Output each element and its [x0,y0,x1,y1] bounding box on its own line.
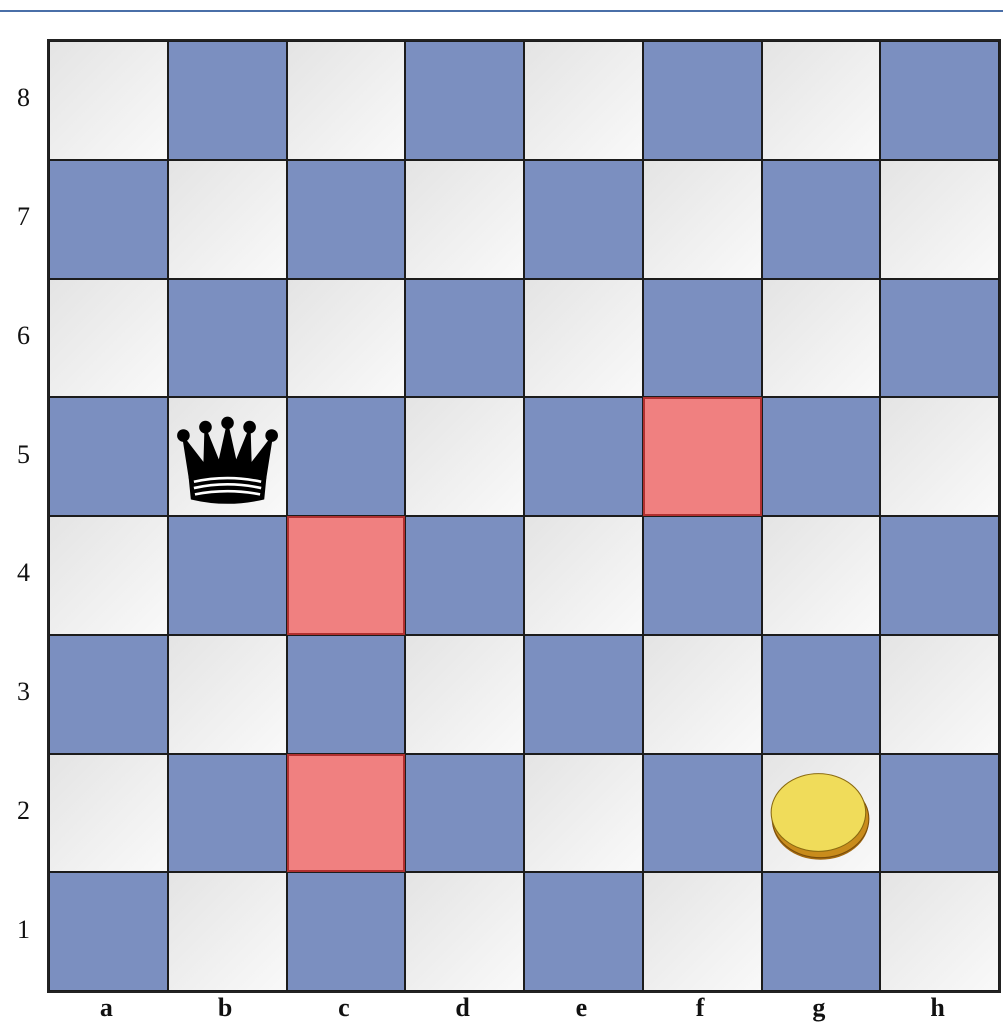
square-g4[interactable] [762,516,881,635]
square-a8[interactable] [49,41,168,160]
square-f8[interactable] [643,41,762,160]
square-c8[interactable] [287,41,406,160]
square-a4[interactable] [49,516,168,635]
square-f2[interactable] [643,754,762,873]
square-b8[interactable] [168,41,287,160]
file-label: c [285,991,404,1025]
square-c1[interactable] [287,872,406,991]
square-g3[interactable] [762,635,881,754]
square-g5[interactable] [762,397,881,516]
rank-label: 4 [0,514,47,633]
square-d5[interactable] [405,397,524,516]
square-h8[interactable] [880,41,999,160]
rank-label: 1 [0,870,47,989]
black-queen-icon[interactable] [169,398,286,515]
square-d7[interactable] [405,160,524,279]
square-c7[interactable] [287,160,406,279]
square-d4[interactable] [405,516,524,635]
file-label: e [522,991,641,1025]
square-e8[interactable] [524,41,643,160]
square-f3[interactable] [643,635,762,754]
square-h6[interactable] [880,279,999,398]
square-g8[interactable] [762,41,881,160]
file-label: a [47,991,166,1025]
rank-label: 7 [0,158,47,277]
square-a1[interactable] [49,872,168,991]
chess-board [47,39,1001,993]
square-c4[interactable] [287,516,406,635]
square-f6[interactable] [643,279,762,398]
square-b4[interactable] [168,516,287,635]
square-e3[interactable] [524,635,643,754]
square-h5[interactable] [880,397,999,516]
rank-label: 6 [0,277,47,396]
square-f1[interactable] [643,872,762,991]
gold-coin-icon[interactable] [763,755,880,872]
file-label: f [641,991,760,1025]
square-d1[interactable] [405,872,524,991]
square-g6[interactable] [762,279,881,398]
file-label: b [166,991,285,1025]
square-c2[interactable] [287,754,406,873]
square-d8[interactable] [405,41,524,160]
square-b1[interactable] [168,872,287,991]
square-f7[interactable] [643,160,762,279]
square-g2[interactable] [762,754,881,873]
square-g7[interactable] [762,160,881,279]
square-b2[interactable] [168,754,287,873]
square-a6[interactable] [49,279,168,398]
square-d6[interactable] [405,279,524,398]
square-e6[interactable] [524,279,643,398]
square-a7[interactable] [49,160,168,279]
square-h3[interactable] [880,635,999,754]
file-label: d [403,991,522,1025]
square-g1[interactable] [762,872,881,991]
rank-label: 5 [0,395,47,514]
square-h2[interactable] [880,754,999,873]
top-divider [0,10,1003,12]
square-a3[interactable] [49,635,168,754]
rank-label: 8 [0,39,47,158]
square-b3[interactable] [168,635,287,754]
square-c5[interactable] [287,397,406,516]
square-c3[interactable] [287,635,406,754]
square-a5[interactable] [49,397,168,516]
square-f5[interactable] [643,397,762,516]
square-d2[interactable] [405,754,524,873]
square-h1[interactable] [880,872,999,991]
rank-label: 3 [0,633,47,752]
square-e2[interactable] [524,754,643,873]
square-e5[interactable] [524,397,643,516]
square-a2[interactable] [49,754,168,873]
file-label: h [878,991,997,1025]
square-b6[interactable] [168,279,287,398]
square-d3[interactable] [405,635,524,754]
square-b7[interactable] [168,160,287,279]
square-h4[interactable] [880,516,999,635]
square-e4[interactable] [524,516,643,635]
rank-label: 2 [0,752,47,871]
square-b5[interactable] [168,397,287,516]
square-e7[interactable] [524,160,643,279]
square-e1[interactable] [524,872,643,991]
square-f4[interactable] [643,516,762,635]
file-label: g [760,991,879,1025]
square-c6[interactable] [287,279,406,398]
square-h7[interactable] [880,160,999,279]
